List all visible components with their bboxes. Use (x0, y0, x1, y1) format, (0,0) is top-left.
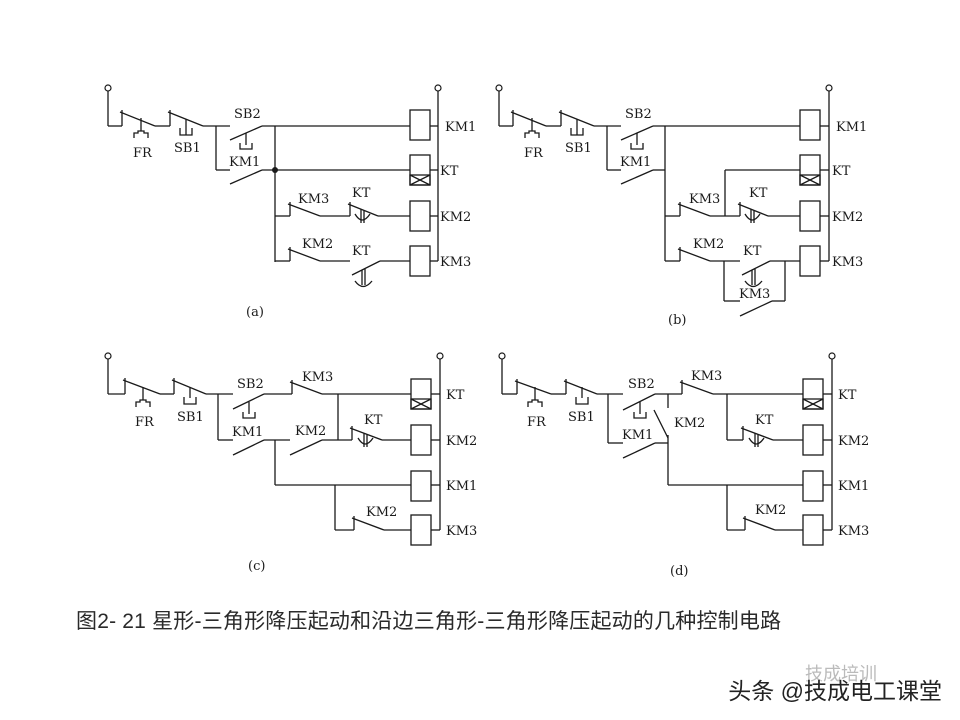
label-coil-3: KM2 (440, 210, 471, 225)
coil-kt (410, 378, 432, 410)
label-km3-contact: KM3 (298, 192, 329, 207)
coil-kt (802, 378, 824, 410)
label-coil-4: KM3 (838, 524, 869, 539)
label-km3-contact: KM3 (691, 369, 722, 384)
label-kt-contact-2: KT (743, 244, 762, 259)
sb2-button (622, 393, 656, 419)
label-coil-1: KT (446, 388, 465, 403)
fr-contact (510, 110, 547, 138)
label-fr: FR (133, 146, 153, 161)
label-sb2: SB2 (237, 377, 264, 392)
panel-label-d: (d) (670, 564, 688, 579)
label-kt-contact-1: KT (352, 186, 371, 201)
coil-kt (799, 154, 821, 186)
label-sb2: SB2 (234, 107, 261, 122)
label-kt-contact: KT (364, 413, 383, 428)
label-kt-contact-1: KT (749, 186, 768, 201)
label-km1-contact: KM1 (229, 155, 260, 170)
label-fr: FR (524, 146, 544, 161)
label-coil-1: KT (838, 388, 857, 403)
label-coil-2: KT (832, 164, 851, 179)
panel-label-c: (c) (248, 559, 265, 574)
kt-timed-no-contact (351, 260, 381, 288)
label-coil-1: KM1 (445, 120, 476, 135)
panel-c: FR SB1 SB2 KM3 KM1 KM2 KT KM2 KT KM2 KM1… (104, 352, 477, 574)
label-coil-4: KM3 (446, 524, 477, 539)
label-km2-contact: KM2 (693, 237, 724, 252)
sb2-button (232, 393, 265, 419)
panel-b: FR SB1 SB2 KM1 KM3 KT KM2 KT KM3 KM1 KT … (495, 84, 867, 328)
watermark-ghost: 技成培训 (805, 664, 877, 684)
label-km1-contact: KM1 (622, 428, 653, 443)
label-km2-contact: KM2 (302, 237, 333, 252)
label-km2-contact-b: KM2 (366, 505, 397, 520)
left-terminal (104, 84, 112, 92)
label-sb1: SB1 (568, 410, 595, 425)
panel-label-b: (b) (668, 313, 686, 328)
sb1-button (558, 110, 595, 136)
label-sb1: SB1 (565, 141, 592, 156)
label-km1-contact: KM1 (232, 425, 263, 440)
sb1-button (563, 379, 598, 405)
kt-timed-no-contact (741, 260, 771, 288)
panel-d: FR SB1 SB2 KM3 KM1 KM2 KT KM2 KT KM2 KM1… (498, 352, 869, 579)
sb1-button (167, 110, 204, 136)
label-coil-2: KM2 (446, 434, 477, 449)
label-fr: FR (527, 415, 547, 430)
fr-contact (122, 378, 161, 407)
right-terminal (434, 84, 442, 92)
label-km3-hold: KM3 (739, 287, 770, 302)
fr-contact (119, 110, 156, 138)
label-coil-2: KM2 (838, 434, 869, 449)
kt-timed-nc-contact (740, 426, 774, 447)
sb1-button (171, 378, 207, 405)
panel-label-a: (a) (246, 305, 264, 320)
label-sb1: SB1 (174, 141, 201, 156)
figure-caption: 图2- 21 星形-三角形降压起动和沿边三角形-三角形降压起动的几种控制电路 (76, 610, 782, 633)
sb2-button (620, 125, 654, 150)
label-km2-contact-a: KM2 (674, 416, 705, 431)
coil-km1 (409, 109, 431, 141)
label-sb1: SB1 (177, 410, 204, 425)
coil-km2 (409, 200, 431, 232)
kt-timed-nc-contact (349, 426, 383, 447)
label-coil-3: KM1 (838, 479, 869, 494)
fr-contact (514, 379, 552, 407)
label-sb2: SB2 (625, 107, 652, 122)
coil-kt (409, 154, 431, 186)
label-coil-4: KM3 (832, 255, 863, 270)
kt-timed-nc-contact (347, 202, 379, 223)
coil-km3 (409, 245, 431, 277)
label-km2-contact-b: KM2 (755, 503, 786, 518)
sb2-button (229, 125, 263, 150)
label-km1-contact: KM1 (620, 155, 651, 170)
label-km3-contact: KM3 (689, 192, 720, 207)
label-coil-2: KT (440, 164, 459, 179)
label-coil-3: KM2 (832, 210, 863, 225)
label-kt-contact-2: KT (352, 244, 371, 259)
label-sb2: SB2 (628, 377, 655, 392)
watermark: 头条 @技成电工课堂 (728, 678, 942, 704)
label-km3-contact: KM3 (302, 370, 333, 385)
label-kt-contact: KT (755, 413, 774, 428)
label-coil-4: KM3 (440, 255, 471, 270)
panel-a: FR SB1 SB2 KM1 KM3 KT KM2 KT KM1 KT KM2 … (104, 84, 476, 320)
label-fr: FR (135, 415, 155, 430)
label-coil-3: KM1 (446, 479, 477, 494)
label-km2-contact-a: KM2 (295, 424, 326, 439)
label-coil-1: KM1 (836, 120, 867, 135)
kt-timed-nc-contact (737, 202, 769, 223)
